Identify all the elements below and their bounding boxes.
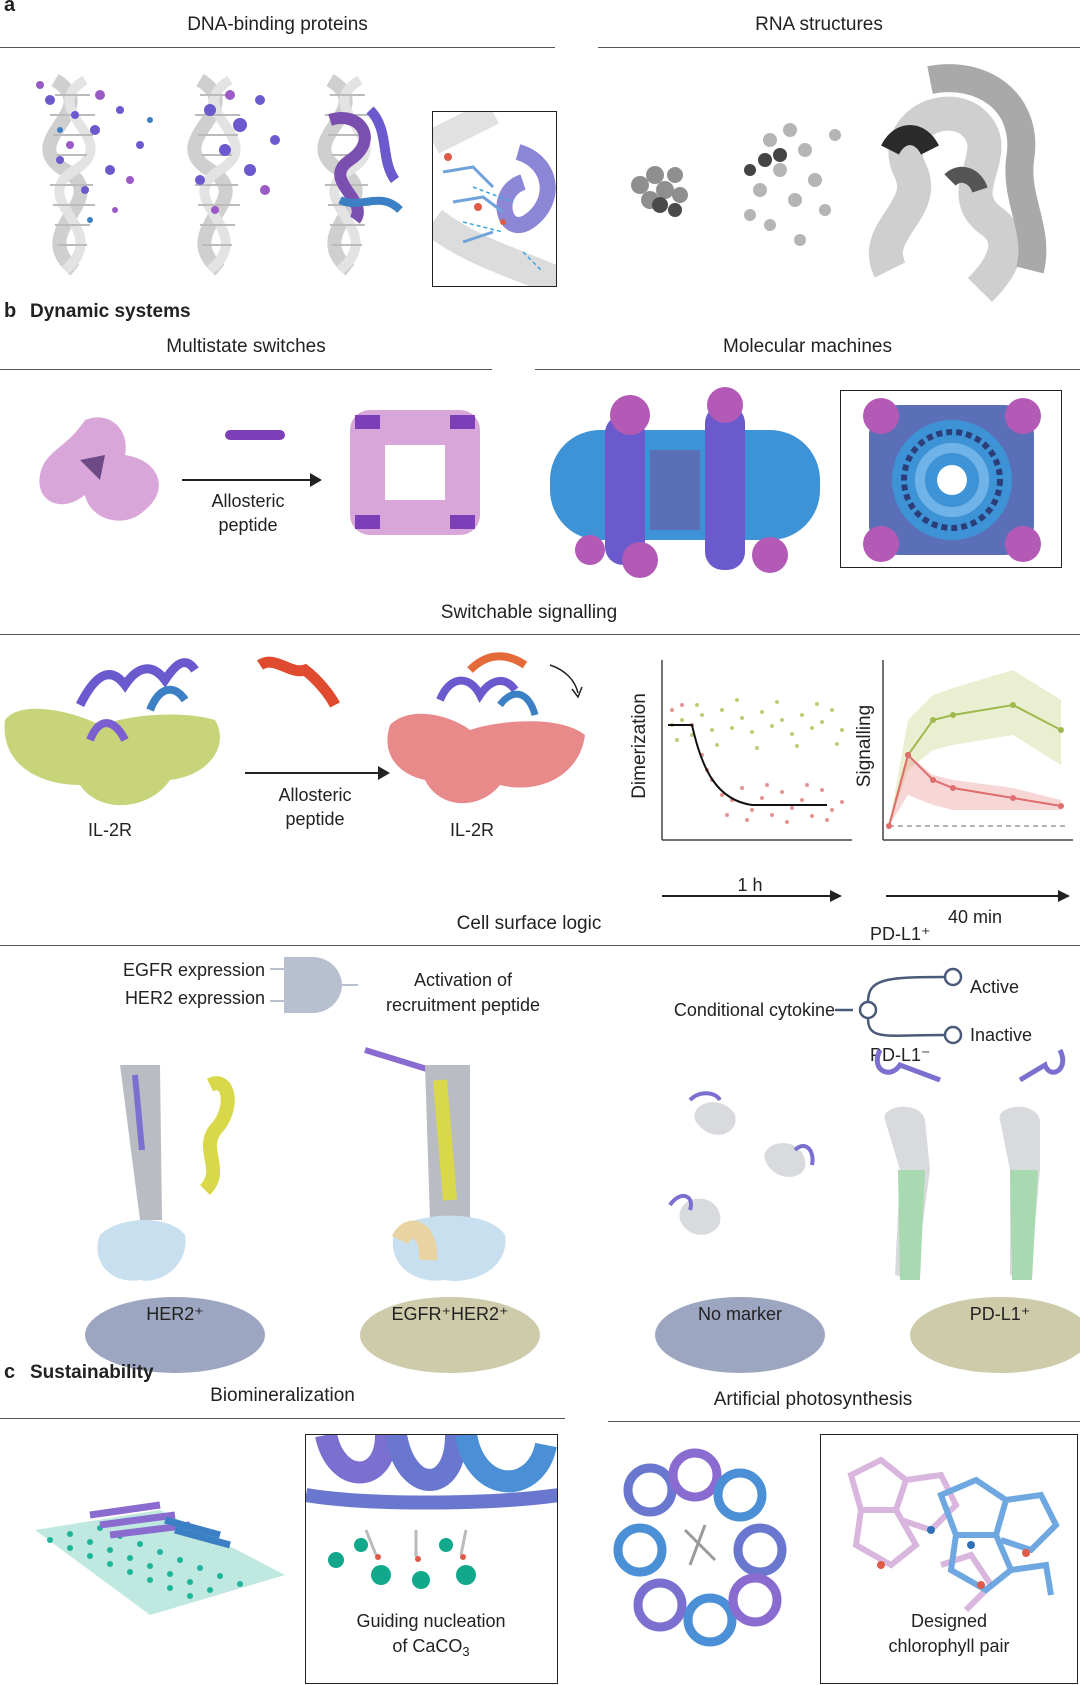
allosteric-label-1: Allosteric	[211, 491, 285, 511]
nucleation-caco-text: of CaCO	[392, 1636, 463, 1656]
chlorophyll-inset: Designed chlorophyll pair	[820, 1434, 1078, 1684]
peptide-label-1: peptide	[218, 515, 278, 535]
cell-surface-illustrations	[85, 1047, 1080, 1373]
molecular-machine-top-view	[863, 398, 1041, 562]
signalling-plot	[882, 660, 1073, 841]
switchable-rule	[0, 634, 1080, 635]
panel-c-letter: c	[4, 1361, 16, 1383]
panel-c-title: Sustainability	[30, 1362, 154, 1383]
dna-protein-illustrations	[36, 70, 403, 290]
pdl1-minus-label: PD-L1⁻	[870, 1045, 931, 1065]
il2r-left-label: IL-2R	[87, 820, 132, 840]
rna-heading: RNA structures	[755, 14, 883, 35]
no-marker-label: No marker	[697, 1304, 782, 1324]
multistate-switch-illustration	[39, 410, 480, 535]
multistate-rule	[0, 369, 492, 370]
cell-logic-heading: Cell surface logic	[456, 913, 602, 934]
dimerization-plot	[661, 660, 852, 841]
conditional-cytokine-tree	[835, 967, 963, 1045]
dimerization-ylabel: Dimerization	[629, 693, 650, 799]
photosynthesis-rule	[608, 1421, 1080, 1422]
switchable-signalling-heading: Switchable signalling	[440, 602, 618, 623]
activation-label-2: recruitment peptide	[385, 995, 541, 1015]
plot2-xlabel: 40 min	[947, 907, 1003, 927]
chlorophyll-label-2: chlorophyll pair	[888, 1636, 1010, 1656]
panel-b-letter: b	[4, 300, 17, 322]
nucleation-label-1: Guiding nucleation	[356, 1611, 506, 1631]
signalling-ylabel: Signalling	[854, 704, 875, 788]
dna-contact-detail	[433, 112, 556, 286]
egfr-her2-marker-label: EGFR⁺HER2⁺	[391, 1304, 509, 1324]
pdl1-marker-label: PD-L1⁺	[969, 1304, 1031, 1324]
inactive-label: Inactive	[970, 1025, 1033, 1045]
active-label: Active	[970, 977, 1020, 997]
allosteric-label-2: Allosteric	[278, 785, 352, 805]
nucleation-inset: Guiding nucleation of CaCO3	[305, 1434, 558, 1684]
switch-arrow	[182, 473, 322, 487]
nucleation-detail	[306, 1435, 557, 1589]
plot1-time-arrow	[662, 890, 842, 902]
molecular-machine-illustration	[550, 387, 820, 578]
cell-logic-rule	[0, 945, 1080, 946]
biomineralization-heading: Biomineralization	[210, 1385, 355, 1406]
molecular-machine-inset	[840, 390, 1062, 568]
dna-binding-heading: DNA-binding proteins	[187, 14, 368, 35]
pdl1-plus-label: PD-L1⁺	[870, 924, 931, 944]
molecular-rule	[535, 369, 1080, 370]
panel-a-letter: a	[4, 0, 16, 16]
panel-b-title: Dynamic systems	[30, 301, 191, 322]
biomineralization-lattice	[35, 1501, 285, 1615]
nucleation-subscript: 3	[462, 1643, 470, 1659]
activation-label-1: Activation of	[413, 970, 513, 990]
rna-rule	[598, 47, 1080, 48]
rna-structure-illustrations	[631, 64, 1047, 303]
egfr-expression-label: EGFR expression	[122, 960, 265, 980]
il2r-illustrations	[4, 652, 585, 806]
plot1-xlabel: 1 h	[737, 875, 763, 895]
peptide-label-2: peptide	[285, 809, 345, 829]
il2r-right-label: IL-2R	[449, 820, 494, 840]
conditional-cytokine-label: Conditional cytokine	[673, 1000, 835, 1020]
nucleation-label-2: of CaCO3	[306, 1634, 556, 1664]
signalling-arrow	[245, 766, 390, 780]
plot2-time-arrow	[886, 890, 1070, 902]
photosynthesis-bundle	[613, 1448, 787, 1647]
her2-expression-label: HER2 expression	[124, 988, 265, 1008]
chlorophyll-detail	[847, 1456, 1060, 1613]
chlorophyll-label-1: Designed	[910, 1611, 988, 1631]
molecular-heading: Molecular machines	[723, 336, 892, 357]
photosynthesis-heading: Artificial photosynthesis	[713, 1389, 913, 1410]
multistate-heading: Multistate switches	[166, 336, 326, 357]
dna-rule	[0, 47, 555, 48]
her2-marker-label: HER2⁺	[146, 1304, 204, 1324]
biomineralization-rule	[0, 1418, 565, 1419]
dna-contact-inset	[432, 111, 557, 287]
and-gate-icon	[270, 957, 358, 1013]
